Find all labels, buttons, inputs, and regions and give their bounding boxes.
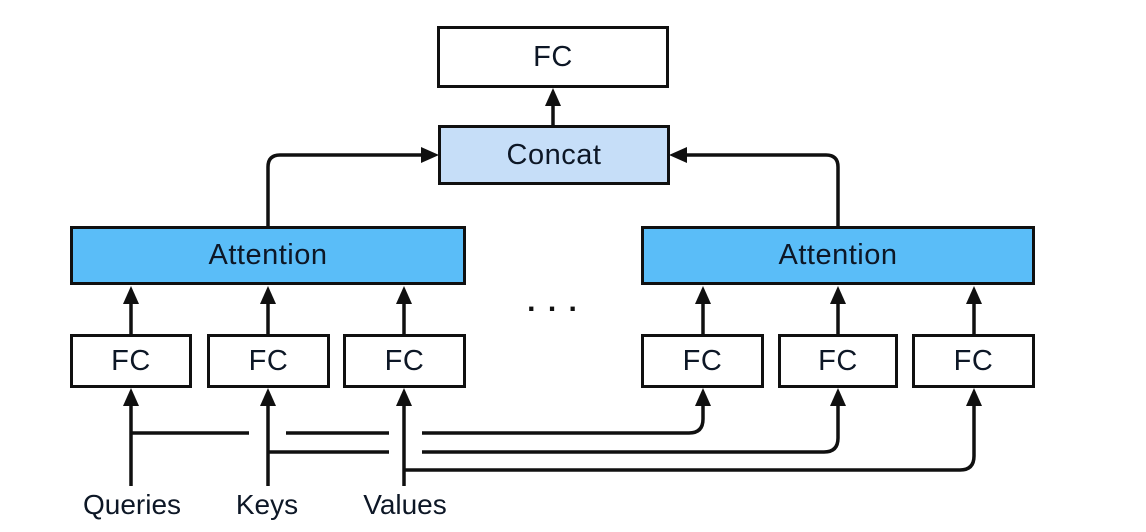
heads-ellipsis: . . . xyxy=(527,285,579,318)
arrow-values-to-fc-r3 xyxy=(404,388,982,472)
node-fc-right-1: FC xyxy=(641,334,764,388)
node-fc-left-2: FC xyxy=(207,334,330,388)
node-attention-right: Attention xyxy=(641,226,1035,285)
node-attention-left: Attention xyxy=(70,226,466,285)
arrow-attention-right-to-concat xyxy=(669,147,840,226)
node-concat-label: Concat xyxy=(506,138,602,171)
input-label-queries: Queries xyxy=(82,489,182,520)
node-fc-right-2-label: FC xyxy=(818,344,858,377)
node-concat: Concat xyxy=(438,125,670,185)
arrow-keys-to-fc-r2 xyxy=(422,388,846,454)
node-attention-right-label: Attention xyxy=(778,239,898,271)
node-output-fc-label: FC xyxy=(533,40,573,73)
node-fc-right-3: FC xyxy=(912,334,1035,388)
node-attention-left-label: Attention xyxy=(208,239,328,271)
node-fc-left-3-label: FC xyxy=(384,344,425,377)
arrow-queries-to-fc-r1 xyxy=(422,388,711,435)
node-fc-right-2: FC xyxy=(778,334,898,388)
input-label-keys: Keys xyxy=(235,489,299,520)
node-fc-right-1-label: FC xyxy=(682,344,723,377)
node-fc-left-3: FC xyxy=(343,334,466,388)
node-fc-left-2-label: FC xyxy=(248,344,289,377)
node-fc-left-1-label: FC xyxy=(111,344,151,377)
arrow-attention-left-to-concat xyxy=(266,147,439,226)
input-label-values: Values xyxy=(363,489,447,520)
node-fc-left-1: FC xyxy=(70,334,192,388)
node-fc-right-3-label: FC xyxy=(953,344,994,377)
node-output-fc: FC xyxy=(437,26,669,88)
